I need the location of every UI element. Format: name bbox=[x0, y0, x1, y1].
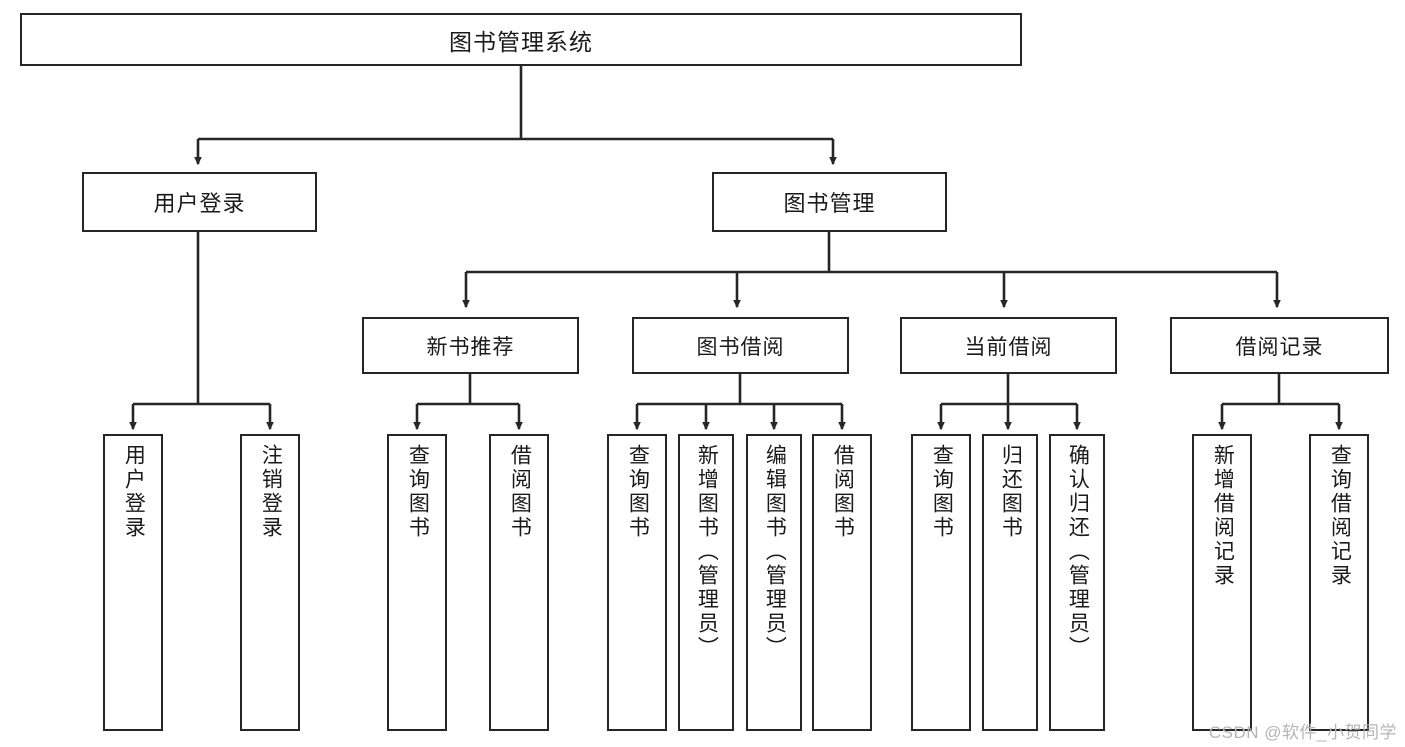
node-root-system[interactable]: 图书管理系统 bbox=[20, 13, 1022, 66]
leaf-borrow-edit-book-admin[interactable]: 编辑图书（管理员） bbox=[746, 434, 802, 731]
node-label: 查询图书 bbox=[930, 444, 954, 540]
node-new-book-recommend[interactable]: 新书推荐 bbox=[362, 317, 579, 374]
node-label: 新增图书（管理员） bbox=[695, 444, 719, 660]
node-label: 借阅图书 bbox=[831, 444, 855, 540]
leaf-current-query-book[interactable]: 查询图书 bbox=[911, 434, 971, 731]
node-user-login[interactable]: 用户登录 bbox=[82, 172, 317, 232]
node-book-borrow[interactable]: 图书借阅 bbox=[632, 317, 849, 374]
leaf-borrow-add-book-admin[interactable]: 新增图书（管理员） bbox=[678, 434, 734, 731]
node-label: 确认归还（管理员） bbox=[1066, 444, 1090, 660]
leaf-user-logout[interactable]: 注销登录 bbox=[240, 434, 300, 731]
node-book-management[interactable]: 图书管理 bbox=[712, 172, 947, 232]
node-label: 编辑图书（管理员） bbox=[763, 444, 787, 660]
node-label: 用户登录 bbox=[122, 444, 146, 540]
leaf-record-query[interactable]: 查询借阅记录 bbox=[1309, 434, 1369, 731]
node-current-borrow[interactable]: 当前借阅 bbox=[900, 317, 1117, 374]
node-label: 图书管理系统 bbox=[449, 28, 593, 55]
leaf-new-book-borrow[interactable]: 借阅图书 bbox=[489, 434, 549, 731]
node-label: 图书借阅 bbox=[696, 335, 785, 359]
leaf-record-add[interactable]: 新增借阅记录 bbox=[1192, 434, 1252, 731]
node-label: 图书管理 bbox=[783, 191, 876, 216]
node-label: 归还图书 bbox=[999, 444, 1023, 540]
csdn-watermark: CSDN @软件_小贺同学 bbox=[1208, 723, 1397, 742]
node-label: 查询借阅记录 bbox=[1328, 444, 1352, 588]
leaf-borrow-borrow-book[interactable]: 借阅图书 bbox=[812, 434, 872, 731]
node-label: 借阅图书 bbox=[508, 444, 532, 540]
node-borrow-record[interactable]: 借阅记录 bbox=[1170, 317, 1389, 374]
node-label: 借阅记录 bbox=[1235, 335, 1324, 359]
node-label: 查询图书 bbox=[626, 444, 650, 540]
node-label: 注销登录 bbox=[259, 444, 283, 540]
leaf-user-login[interactable]: 用户登录 bbox=[103, 434, 163, 731]
leaf-current-return-book[interactable]: 归还图书 bbox=[982, 434, 1038, 731]
node-label: 当前借阅 bbox=[964, 335, 1053, 359]
node-label: 新书推荐 bbox=[426, 335, 515, 359]
leaf-new-book-query[interactable]: 查询图书 bbox=[387, 434, 447, 731]
node-label: 查询图书 bbox=[406, 444, 430, 540]
node-label: 用户登录 bbox=[153, 191, 246, 216]
leaf-borrow-query-book[interactable]: 查询图书 bbox=[607, 434, 667, 731]
leaf-current-confirm-return-admin[interactable]: 确认归还（管理员） bbox=[1049, 434, 1105, 731]
node-label: 新增借阅记录 bbox=[1211, 444, 1235, 588]
